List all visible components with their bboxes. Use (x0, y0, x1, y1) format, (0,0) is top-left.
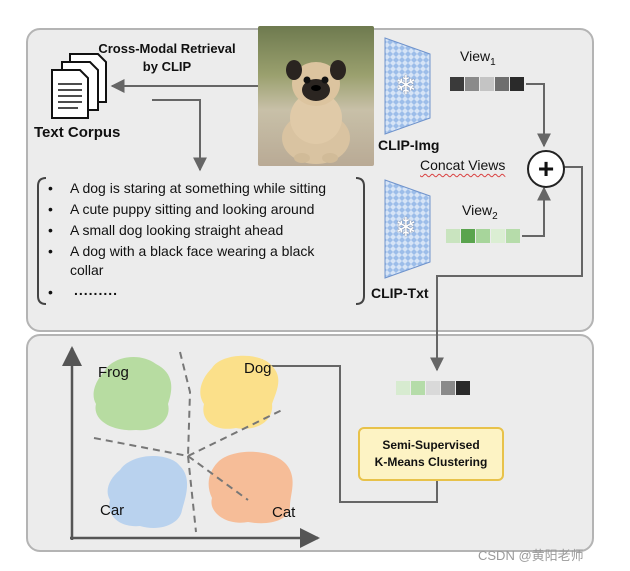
cat-cluster-label: Cat (272, 504, 296, 521)
retrieval-label: Cross-Modal Retrieval by CLIP (92, 40, 242, 76)
caption-item: A cute puppy sitting and looking around (48, 199, 326, 220)
dog-cluster (200, 355, 279, 429)
view2-cell (476, 229, 490, 243)
view1-to-concat-arrow (526, 83, 551, 148)
cluster-boundary-4 (187, 455, 197, 533)
clip-img-label: CLIP-Img (378, 137, 440, 153)
cluster-boundary-5 (187, 455, 249, 501)
view2-cell (446, 229, 460, 243)
right-bracket (355, 177, 365, 305)
dog-photo (258, 26, 374, 166)
cluster-boundary-3 (187, 409, 283, 457)
concat-views-label: Concat Views (420, 157, 506, 173)
caption-item: A dog with a black face wearing a black (48, 241, 326, 262)
cluster-boundary-1 (179, 351, 192, 457)
kmeans-line2: K-Means Clustering (374, 455, 488, 469)
car-cluster-label: Car (100, 502, 125, 519)
view1-label: View1 (460, 48, 496, 68)
clip-txt-label: CLIP-Txt (371, 285, 429, 301)
frog-cluster (93, 357, 172, 431)
dog-cluster-label: Dog (244, 360, 272, 377)
view1-cell (510, 77, 524, 91)
concat-plus-icon: + (527, 150, 565, 188)
kmeans-output-arrow (248, 359, 438, 503)
view2-cell (491, 229, 505, 243)
caption-item-continued: collar (70, 262, 104, 278)
view2-text: View (462, 202, 493, 218)
caption-ellipsis: ......... (74, 282, 119, 298)
caption-item: A small dog looking straight ahead (48, 220, 326, 241)
concat-vector (396, 381, 471, 395)
kmeans-box: Semi-Supervised K-Means Clustering (358, 427, 504, 481)
concat-cell (456, 381, 470, 395)
retrieval-label-line1: Cross-Modal Retrieval (98, 41, 236, 56)
view1-text: View (460, 48, 491, 64)
view1-cell (465, 77, 479, 91)
view1-subscript: 1 (490, 56, 496, 68)
view2-vector (446, 229, 521, 243)
view2-cell (506, 229, 520, 243)
view1-cell (480, 77, 494, 91)
concat-cell (396, 381, 410, 395)
text-corpus-label: Text Corpus (34, 124, 121, 141)
watermark: CSDN @黄阳老师 (478, 548, 584, 563)
concat-cell (426, 381, 440, 395)
view2-to-concat-arrow (522, 186, 551, 237)
caption-bullet-ellipsis-marker: • (48, 284, 53, 300)
caption-list: A dog is staring at something while sitt… (48, 178, 326, 262)
view1-cell (495, 77, 509, 91)
concat-cell (441, 381, 455, 395)
clip-txt-encoder (384, 179, 431, 279)
snowflake-icon: ❄ (395, 212, 417, 242)
view2-subscript: 2 (492, 210, 498, 222)
view1-cell (450, 77, 464, 91)
view2-cell (461, 229, 475, 243)
document-stack-icon (51, 53, 107, 119)
snowflake-icon: ❄ (395, 70, 417, 100)
car-cluster (107, 455, 188, 529)
cat-cluster (208, 451, 293, 524)
corpus-to-captions-arrow (152, 99, 207, 172)
concat-down-arrow (430, 166, 583, 372)
clip-img-encoder (384, 37, 431, 135)
retrieval-label-line2: by CLIP (142, 59, 192, 74)
view1-vector (450, 77, 525, 91)
caption-item: A dog is staring at something while sitt… (48, 178, 326, 199)
view2-label: View2 (462, 202, 498, 222)
kmeans-line1: Semi-Supervised (382, 438, 480, 452)
frog-cluster-label: Frog (98, 364, 129, 381)
left-bracket (37, 177, 47, 305)
cluster-boundary-2 (93, 437, 189, 457)
concat-cell (411, 381, 425, 395)
